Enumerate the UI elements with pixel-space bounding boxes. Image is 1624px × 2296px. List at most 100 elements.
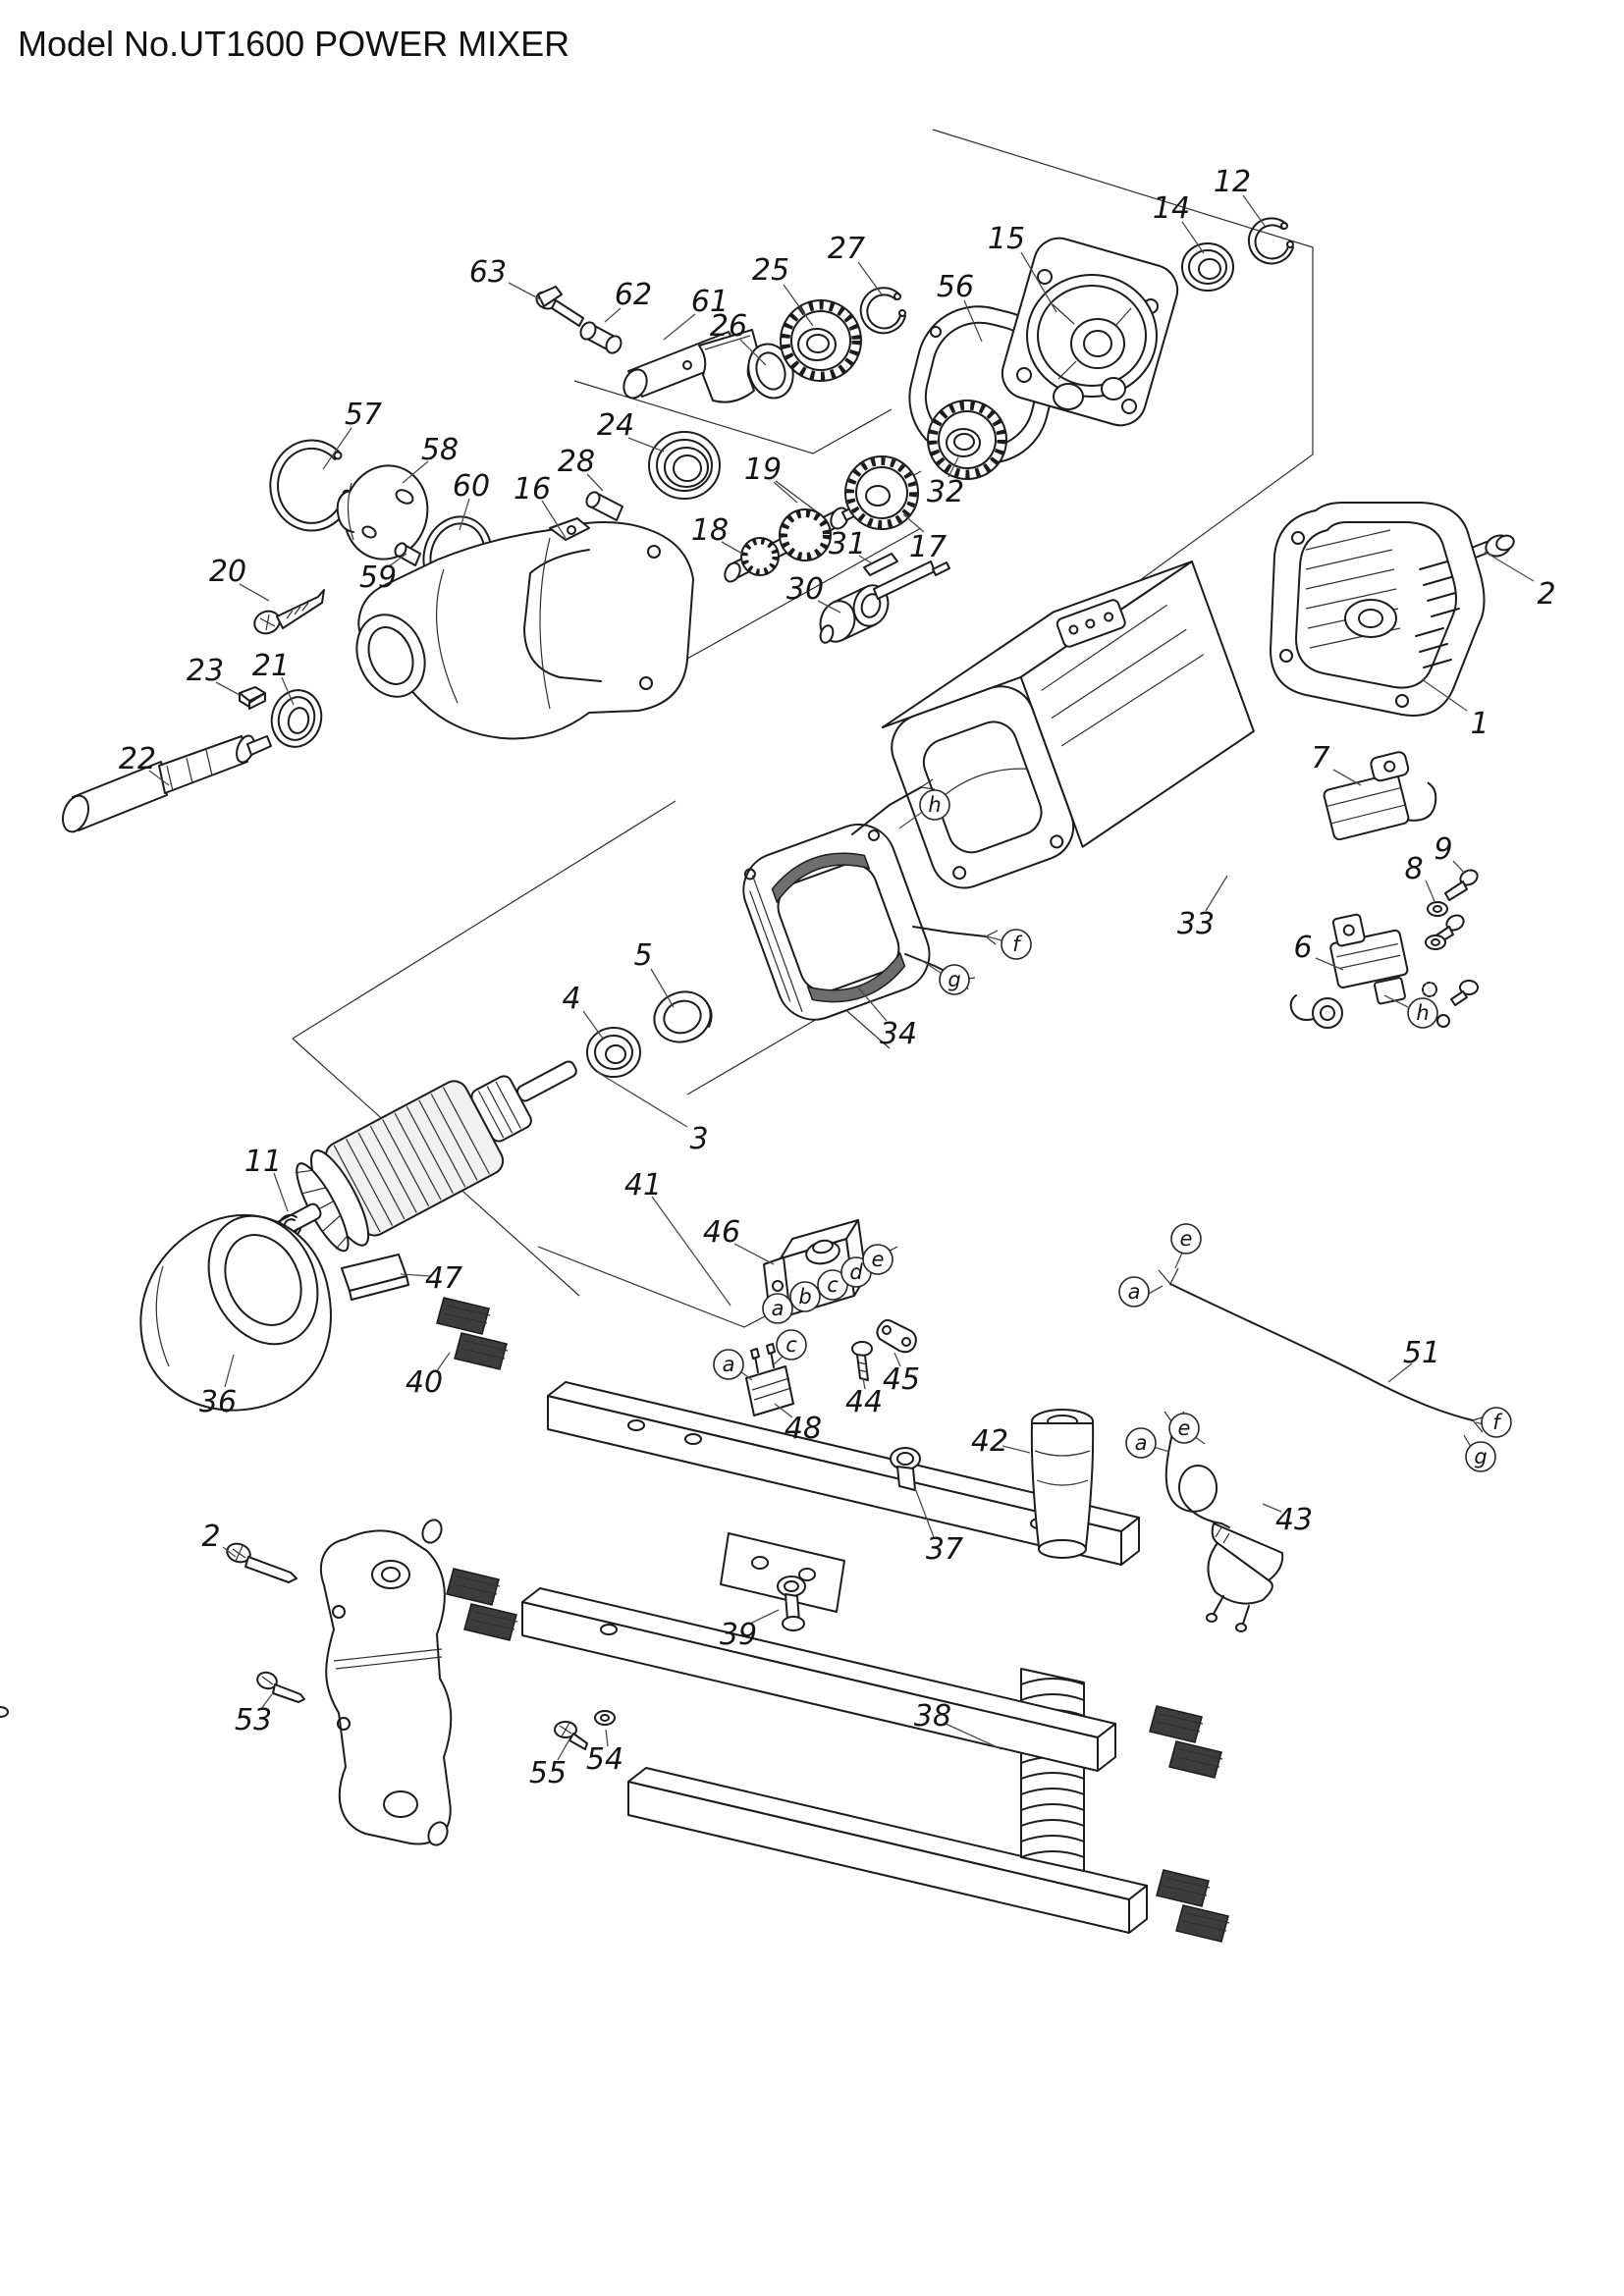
letter-circle xyxy=(862,1244,893,1275)
leader-line-11 xyxy=(273,1172,289,1212)
letter-circle xyxy=(1170,1223,1202,1255)
letter-callout-h: h xyxy=(1407,997,1438,1029)
leader-line-2 xyxy=(222,1546,237,1558)
letter-callout-h: h xyxy=(919,789,950,821)
part-label-28: 28 xyxy=(558,445,595,479)
letter-text: d xyxy=(849,1260,863,1284)
handle-bracket-left xyxy=(320,1519,453,1846)
letter-leader-g xyxy=(1463,1434,1472,1448)
part-label-20: 20 xyxy=(209,555,246,589)
screw-53 xyxy=(256,1671,305,1703)
motor-housing-33 xyxy=(881,561,1255,889)
snap-ring-12 xyxy=(1248,217,1294,265)
letter-text: c xyxy=(785,1333,797,1357)
letter-leader-f xyxy=(983,934,1002,941)
hex-bolt-37 xyxy=(890,1447,921,1491)
letter-text: e xyxy=(1180,1227,1193,1251)
leader-line-31 xyxy=(858,555,873,564)
tapping-screw-20 xyxy=(253,589,325,635)
letter-text: e xyxy=(1178,1416,1191,1440)
part-label-2: 2 xyxy=(1537,577,1555,612)
handle-bar-lower xyxy=(0,1587,1116,1772)
spur-gear-25 xyxy=(780,299,862,382)
part-label-63: 63 xyxy=(469,255,507,290)
letter-callout-a: a xyxy=(1125,1427,1157,1459)
part-label-43: 43 xyxy=(1275,1503,1313,1537)
letter-text: h xyxy=(928,793,941,817)
part-label-21: 21 xyxy=(252,649,290,683)
part-label-8: 8 xyxy=(1404,852,1423,886)
part-label-11: 11 xyxy=(244,1145,282,1179)
leader-line-60 xyxy=(459,498,470,531)
part-label-46: 46 xyxy=(703,1215,740,1250)
bolt-39 xyxy=(777,1575,806,1631)
bottom-rail xyxy=(627,1767,1148,1934)
letter-circle xyxy=(789,1281,821,1312)
part-label-27: 27 xyxy=(828,232,865,266)
part-label-57: 57 xyxy=(345,398,382,432)
letter-callout-e: e xyxy=(862,1244,893,1275)
part-label-2: 2 xyxy=(201,1520,220,1554)
leader-line-57 xyxy=(322,427,352,470)
leader-line-2 xyxy=(1484,551,1535,582)
letter-text: h xyxy=(1416,1001,1429,1025)
part-label-12: 12 xyxy=(1214,165,1251,199)
mixer-spindle-22 xyxy=(61,734,272,833)
letter-text: a xyxy=(723,1353,735,1376)
bearing-21 xyxy=(270,689,323,748)
letter-callout-c: c xyxy=(776,1329,807,1361)
leader-line-17 xyxy=(902,513,925,533)
pin-28 xyxy=(585,491,623,521)
letter-leader-g xyxy=(920,959,942,974)
part-label-42: 42 xyxy=(971,1424,1008,1459)
screw-44 xyxy=(851,1341,873,1381)
letter-text: a xyxy=(1128,1280,1141,1304)
leader-line-48 xyxy=(774,1403,793,1418)
bellows-spring-38 xyxy=(1020,1668,1085,1872)
terminal-blocks-bottom-right xyxy=(1156,1869,1230,1943)
letter-circle xyxy=(1481,1407,1512,1438)
leader-line-40 xyxy=(435,1352,451,1373)
letter-callout-f: f xyxy=(1481,1407,1512,1438)
leader-line-39 xyxy=(749,1609,780,1625)
bracket-screw-2-lower xyxy=(226,1542,298,1583)
letter-circle xyxy=(1407,997,1438,1029)
leader-line-25 xyxy=(783,284,814,327)
letter-text: c xyxy=(827,1273,839,1297)
leader-line-23 xyxy=(215,681,241,696)
leader-line-1 xyxy=(1421,678,1468,712)
letter-text: g xyxy=(1474,1445,1487,1468)
part-label-25: 25 xyxy=(752,253,789,288)
insulation-washer-5 xyxy=(653,990,713,1043)
letter-text: f xyxy=(1012,933,1023,956)
leader-line-8 xyxy=(1425,880,1435,902)
letter-leader-c xyxy=(773,1355,785,1365)
letter-callout-g: g xyxy=(1465,1441,1496,1472)
lock-screw-63 xyxy=(535,286,584,327)
leader-line-21 xyxy=(281,676,295,706)
part-label-1: 1 xyxy=(1470,707,1489,741)
letter-circle xyxy=(762,1293,793,1324)
leader-line-33 xyxy=(1205,875,1228,912)
leader-line-42 xyxy=(1001,1445,1031,1454)
leader-line-56 xyxy=(963,299,983,343)
letter-text: a xyxy=(1135,1431,1148,1455)
leader-line-44 xyxy=(862,1377,866,1390)
part-label-58: 58 xyxy=(421,433,459,467)
leader-line-16 xyxy=(541,500,567,539)
letter-circle xyxy=(1001,929,1032,960)
letter-circle xyxy=(1125,1427,1157,1459)
shift-lever-61 xyxy=(623,329,759,403)
letter-circle xyxy=(713,1349,744,1380)
spur-gear-32 xyxy=(927,400,1007,480)
leader-line-15 xyxy=(1020,251,1057,313)
leader-line-46 xyxy=(733,1243,775,1265)
leader-line-5 xyxy=(650,968,675,1008)
leader-line-58 xyxy=(402,460,429,484)
part-label-3: 3 xyxy=(689,1122,708,1156)
leader-line-12 xyxy=(1242,194,1266,227)
leader-line-63 xyxy=(508,282,543,301)
bearing-cap-58 xyxy=(336,464,429,561)
